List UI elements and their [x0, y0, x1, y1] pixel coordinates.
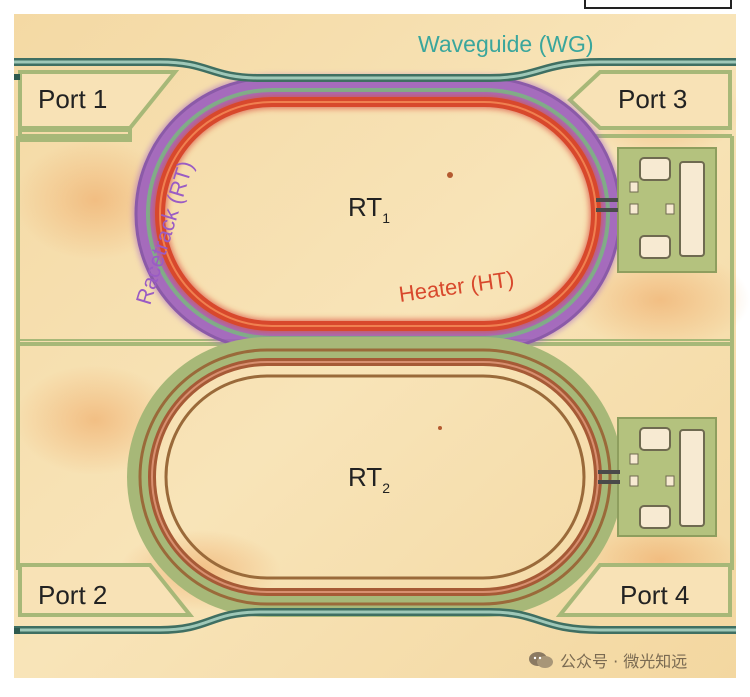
- heater-contact-pads-top: [596, 147, 717, 273]
- waveguide-top: [14, 58, 736, 82]
- port-3-label: Port 3: [618, 84, 687, 114]
- metal-routing: [16, 128, 734, 570]
- edge-coupler-marker: [14, 628, 20, 634]
- port-1-label: Port 1: [38, 84, 107, 114]
- racetrack-rt2: [127, 337, 623, 617]
- rt2-label: RT2: [348, 462, 390, 496]
- port-4-label: Port 4: [620, 580, 689, 610]
- heater-ht1: [153, 95, 603, 333]
- edge-coupler-marker: [14, 74, 20, 80]
- port-2-label: Port 2: [38, 580, 107, 610]
- waveguide-label: Waveguide (WG): [418, 31, 594, 57]
- scale-bar-box: [584, 0, 732, 9]
- heater-contact-pads-bottom: [598, 417, 717, 537]
- watermark: 公众号 · 微光知远: [528, 648, 687, 672]
- rt1-label: RT1: [348, 192, 390, 226]
- watermark-text: 公众号 · 微光知远: [560, 652, 688, 671]
- wechat-icon: [529, 652, 553, 668]
- waveguide-bottom: [14, 608, 736, 634]
- port-regions: [18, 70, 732, 617]
